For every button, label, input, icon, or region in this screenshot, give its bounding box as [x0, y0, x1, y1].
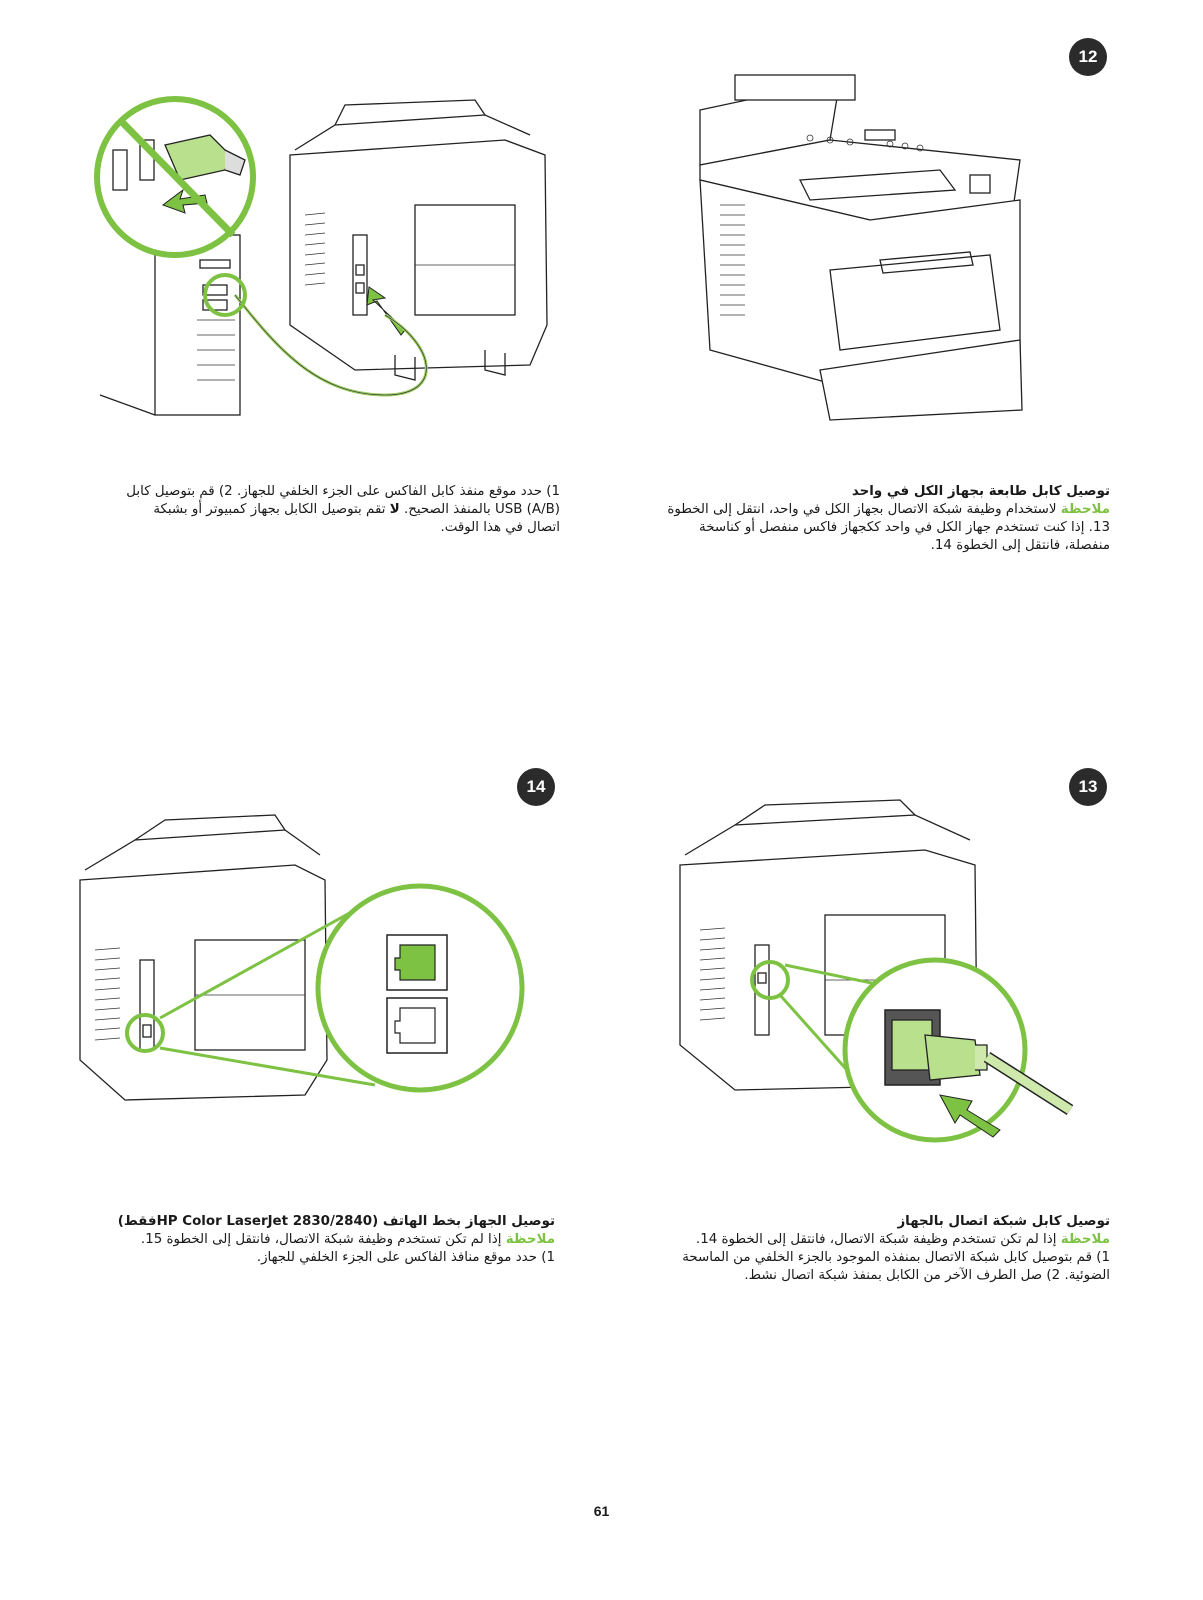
fax-ports-illustration: [79, 814, 525, 1101]
step-13-line3: الضوئية. 2) صل الطرف الآخر من الكابل بمن…: [744, 1268, 1110, 1283]
step-13-note: ملاحظة إذا لم تكن تستخدم وظيفة شبكة الات…: [600, 1231, 1110, 1249]
step-12-do-not: لا: [389, 502, 400, 517]
step-12-note-text: لاستخدام وظيفة شبكة الاتصال بجهاز الكل ف…: [667, 502, 1061, 517]
step-12-line3: اتصال في هذا الوقت.: [440, 520, 560, 535]
prohibited-usb-icon: [94, 96, 256, 258]
step-14-note-text: إذا لم تكن تستخدم وظيفة شبكة الاتصال، فا…: [140, 1232, 506, 1247]
step-12-section: توصيل كابل طابعة بجهاز الكل في واحد ملاح…: [600, 483, 1110, 555]
all-in-one-front-illustration: [699, 74, 1023, 421]
step-14-title: توصيل الجهاز بخط الهاتف (HP Color LaserJ…: [117, 1214, 555, 1229]
step-14-badge: 14: [517, 768, 555, 806]
step-13-badge: 13: [1069, 768, 1107, 806]
computer-tower-drawing: [99, 234, 241, 416]
note-label: ملاحظة: [1060, 1232, 1110, 1247]
step-12-instructions: 1) حدد موقع منفذ كابل الفاكس على الجزء ا…: [80, 483, 560, 537]
step-13-note-text: إذا لم تكن تستخدم وظيفة شبكة الاتصال، فا…: [695, 1232, 1061, 1247]
note-label: ملاحظة: [505, 1232, 555, 1247]
step-13-section: توصيل كابل شبكة اتصال بالجهاز ملاحظة إذا…: [600, 1213, 1110, 1285]
step-12-badge: 12: [1069, 38, 1107, 76]
network-port-zoom: [842, 957, 1074, 1143]
printer-rear-drawing-14: [79, 814, 328, 1101]
step-14-note: ملاحظة إذا لم تكن تستخدم وظيفة شبكة الات…: [60, 1231, 555, 1249]
step-14-line2: 1) حدد موقع منافذ الفاكس على الجزء الخلف…: [256, 1250, 555, 1265]
step-12-line2c: تقم بتوصيل الكابل بجهاز كمبيوتر أو بشبكة: [153, 502, 390, 517]
step-12-title: توصيل كابل طابعة بجهاز الكل في واحد: [851, 484, 1110, 499]
fax-port-highlight: [125, 1013, 165, 1053]
step-12-line2a: USB (A/B) بالمنفذ الصحيح.: [399, 502, 560, 517]
step-12-line2: USB (A/B) بالمنفذ الصحيح. لا تقم بتوصيل …: [80, 501, 560, 519]
network-cable-illustration: [679, 799, 1074, 1143]
computer-port-highlight: [203, 273, 247, 317]
network-port-highlight: [750, 960, 790, 1000]
step-12-note-line3: منفصلة، فانتقل إلى الخطوة 14.: [930, 538, 1110, 553]
note-label: ملاحظة: [1060, 502, 1110, 517]
step-12-line1: 1) حدد موقع منفذ كابل الفاكس على الجزء ا…: [126, 484, 560, 499]
step-14-section: توصيل الجهاز بخط الهاتف (HP Color LaserJ…: [60, 1213, 555, 1267]
step-12-note-line2: 13. إذا كنت تستخدم جهاز الكل في واحد ككج…: [699, 520, 1110, 535]
page-number: 61: [593, 1503, 610, 1519]
step-13-title: توصيل كابل شبكة اتصال بالجهاز: [897, 1214, 1110, 1229]
usb-cable-illustration: [94, 96, 548, 416]
printer-rear-drawing: [233, 99, 548, 397]
step-13-line2: 1) قم بتوصيل كابل شبكة الاتصال بمنفذه ال…: [682, 1250, 1110, 1265]
step-12-note: ملاحظة لاستخدام وظيفة شبكة الاتصال بجهاز…: [600, 501, 1110, 519]
fax-ports-zoom: [315, 883, 525, 1093]
